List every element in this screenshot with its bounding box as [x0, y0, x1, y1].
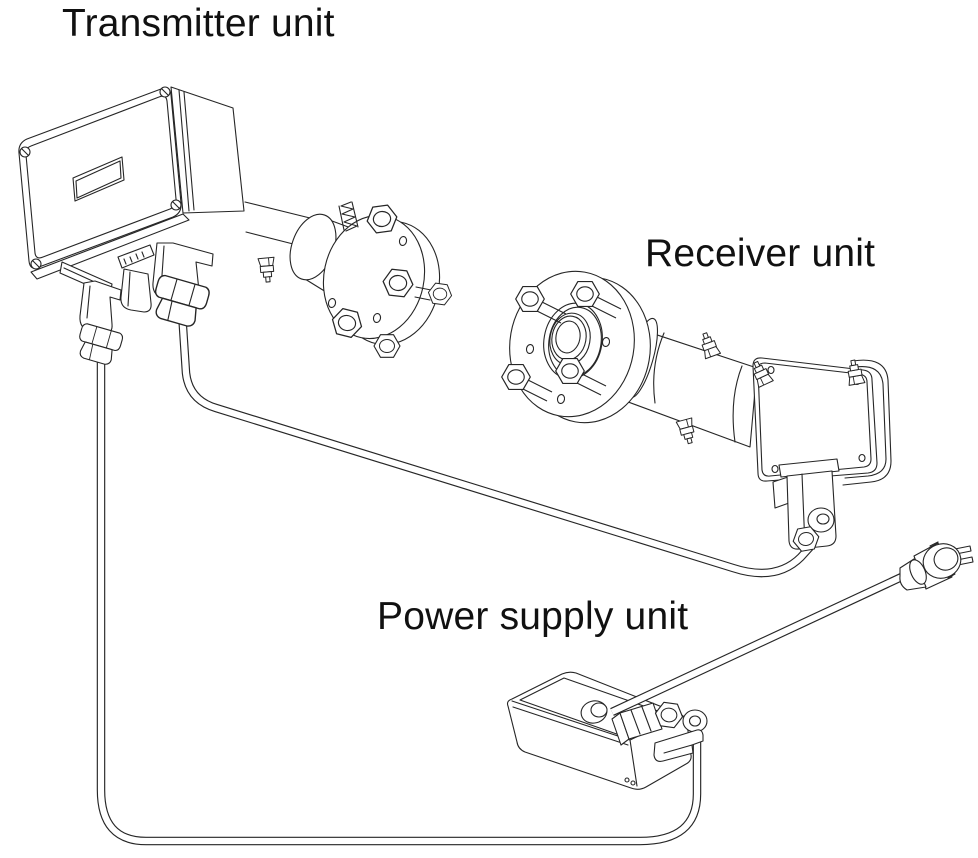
transmitter-lid	[18, 87, 182, 269]
power-supply-unit-label: Power supply unit	[377, 595, 689, 638]
lid-screw	[159, 86, 171, 98]
receiver-unit	[498, 270, 892, 553]
threaded-stud-spring	[340, 201, 358, 232]
power-supply-connectors	[580, 700, 708, 762]
transmitter-unit-label: Transmitter unit	[62, 2, 335, 45]
transmitter-tube-flange	[244, 201, 454, 358]
power-supply-housing	[506, 671, 692, 790]
receiver-bracket-gland	[772, 458, 840, 553]
receiver-unit-label: Receiver unit	[645, 232, 876, 275]
receiver-housing	[752, 357, 878, 482]
transmitter-display-window	[72, 156, 125, 202]
purge-air-fitting	[257, 256, 277, 284]
cable-transmitter-to-receiver	[177, 311, 814, 578]
transmitter-unit	[18, 86, 454, 368]
receiver-flange	[498, 270, 651, 424]
transmitter-housing-side	[170, 86, 245, 214]
plug-face	[922, 543, 962, 579]
power-plug	[899, 541, 974, 591]
cable-plug-to-power-supply	[610, 570, 910, 716]
lid-screw	[170, 199, 182, 211]
psu-terminal-block	[619, 702, 663, 740]
lid-screw	[19, 146, 31, 158]
cable-transmitter-to-power-supply	[96, 352, 702, 846]
lid-screw	[30, 258, 42, 270]
